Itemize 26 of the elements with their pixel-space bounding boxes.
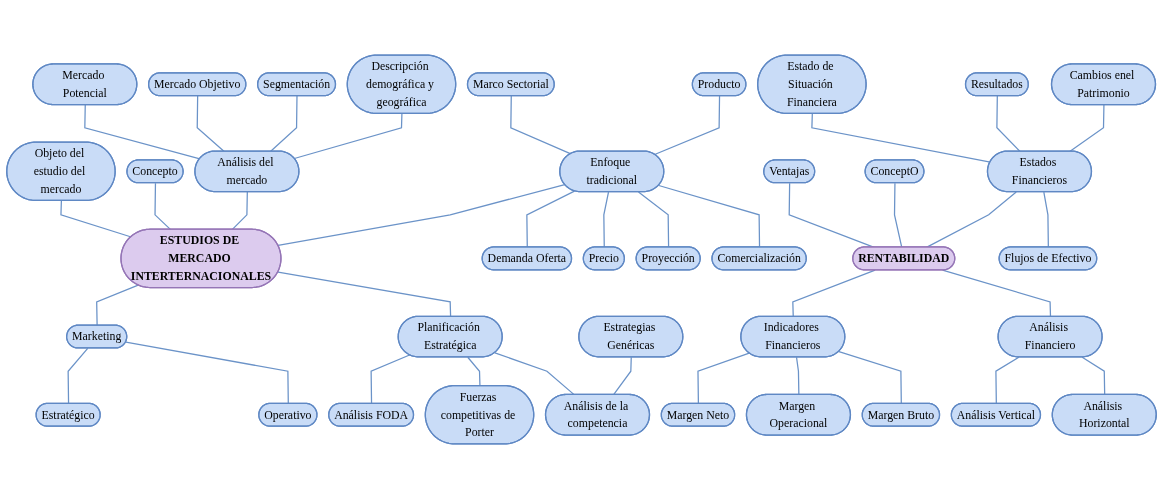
connector bbox=[277, 183, 566, 247]
connector bbox=[125, 341, 289, 405]
connector bbox=[293, 113, 403, 160]
connector bbox=[838, 351, 902, 405]
connector bbox=[510, 95, 572, 155]
connector bbox=[84, 104, 201, 160]
connector bbox=[654, 95, 721, 156]
connector bbox=[612, 356, 632, 396]
connector bbox=[1069, 104, 1105, 153]
connector bbox=[154, 182, 172, 231]
connector bbox=[277, 271, 452, 318]
connector bbox=[231, 191, 248, 231]
connector bbox=[996, 95, 1021, 153]
connector bbox=[196, 95, 225, 153]
connector bbox=[494, 352, 575, 396]
connector bbox=[795, 356, 800, 396]
connector bbox=[697, 352, 750, 405]
connector bbox=[811, 113, 991, 163]
connector bbox=[792, 269, 876, 318]
connector bbox=[467, 356, 481, 387]
connector bbox=[60, 200, 132, 238]
connector bbox=[269, 95, 298, 153]
connector bbox=[941, 269, 1052, 318]
connector bbox=[67, 347, 89, 405]
connector bbox=[96, 284, 139, 327]
connector bbox=[1081, 356, 1106, 396]
